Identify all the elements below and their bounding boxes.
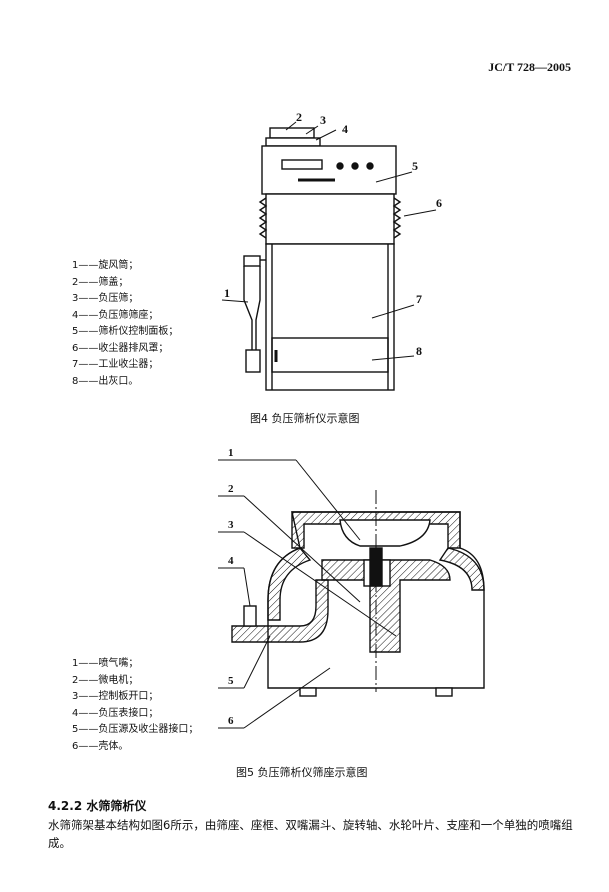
standard-code: JC/T 728—2005 <box>488 60 571 74</box>
section-heading: 4.2.2 水筛筛析仪 <box>48 799 147 813</box>
fig4-legend-item: 2——筛盖； <box>72 276 129 288</box>
figure5-legend: 1——喷气嘴； 2——微电机； 3——控制板开口； 4——负压表接口； 5——负… <box>72 656 198 755</box>
fig4-legend-item: 7——工业收尘器； <box>72 359 159 370</box>
fig5-legend-item: 3——控制板开口； <box>72 691 159 702</box>
fig4-legend-item: 3——负压筛； <box>72 293 139 304</box>
fig5-callout-5: 5 <box>228 675 234 687</box>
fig4-callout-5: 5 <box>412 159 418 173</box>
fig4-callout-7: 7 <box>416 292 422 306</box>
fig4-legend-item: 4——负压筛筛座； <box>72 309 159 321</box>
fig5-legend-item: 5——负压源及收尘器接口； <box>72 724 199 735</box>
fig4-callout-6: 6 <box>436 196 442 210</box>
fig5-callout-2: 2 <box>228 483 234 495</box>
figure5-caption: 图5 负压筛析仪筛座示意图 <box>236 766 368 779</box>
fig4-legend-item: 8——出灰口。 <box>72 375 139 387</box>
fig5-callout-1: 1 <box>228 447 234 459</box>
fig4-legend-item: 1——旋风筒； <box>72 260 139 271</box>
fig5-legend-item: 4——负压表接口； <box>72 707 159 719</box>
fig4-legend-item: 6——收尘器排风罩； <box>72 342 169 354</box>
fig4-callout-4: 4 <box>342 122 348 136</box>
fig4-callout-3: 3 <box>320 113 326 127</box>
fig5-callout-3: 3 <box>228 519 234 531</box>
figure4-caption: 图4 负压筛析仪示意图 <box>250 412 360 425</box>
fig4-legend-item: 5——筛析仪控制面板； <box>72 326 179 337</box>
fig5-legend-item: 1——喷气嘴； <box>72 658 139 669</box>
body-paragraph: 水筛筛架基本结构如图6所示，由筛座、座框、双嘴漏斗、旋转轴、水轮叶片、支座和一个… <box>48 818 573 850</box>
fig5-callout-4: 4 <box>228 555 234 567</box>
fig5-callout-6: 6 <box>228 715 234 727</box>
fig4-callout-8: 8 <box>416 344 422 358</box>
figure4-legend: 1——旋风筒； 2——筛盖； 3——负压筛； 4——负压筛筛座； 5——筛析仪控… <box>72 258 178 390</box>
fig5-legend-item: 6——壳体。 <box>72 740 129 752</box>
fig5-legend-item: 2——微电机； <box>72 674 139 686</box>
fig4-callout-1: 1 <box>224 286 230 300</box>
fig4-callout-2: 2 <box>296 110 302 124</box>
